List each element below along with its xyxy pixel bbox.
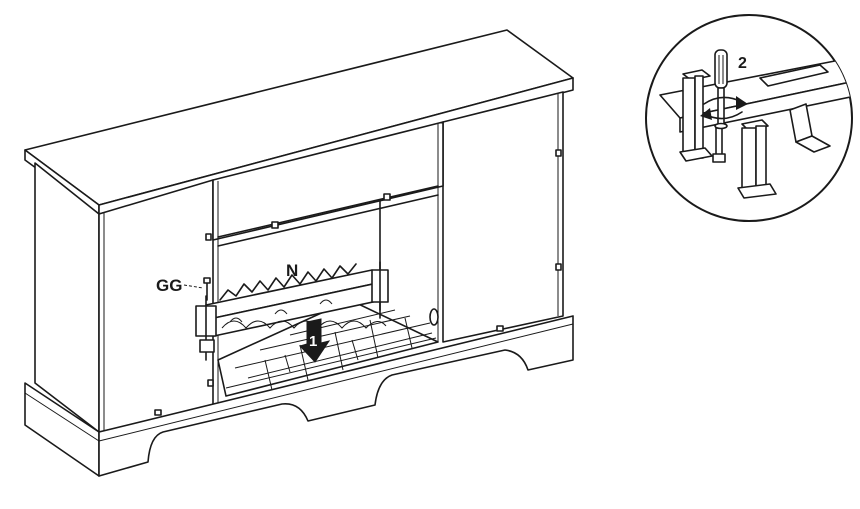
label-part-n: N [286, 261, 298, 280]
step-2-label: 2 [738, 55, 747, 72]
cord-hole [429, 308, 439, 326]
cabinet-body [34, 91, 564, 433]
screw-gg [183, 277, 211, 301]
mounting-clips [154, 149, 562, 416]
firebox-brick-floor [217, 299, 439, 397]
fireplace-insert [195, 261, 389, 361]
step-1-label: 1 [309, 333, 317, 350]
arrow-step-1: 1 [299, 318, 331, 363]
label-part-gg: GG [156, 276, 182, 295]
cabinet-base [24, 315, 574, 477]
detail-inset: 2 [645, 14, 853, 222]
